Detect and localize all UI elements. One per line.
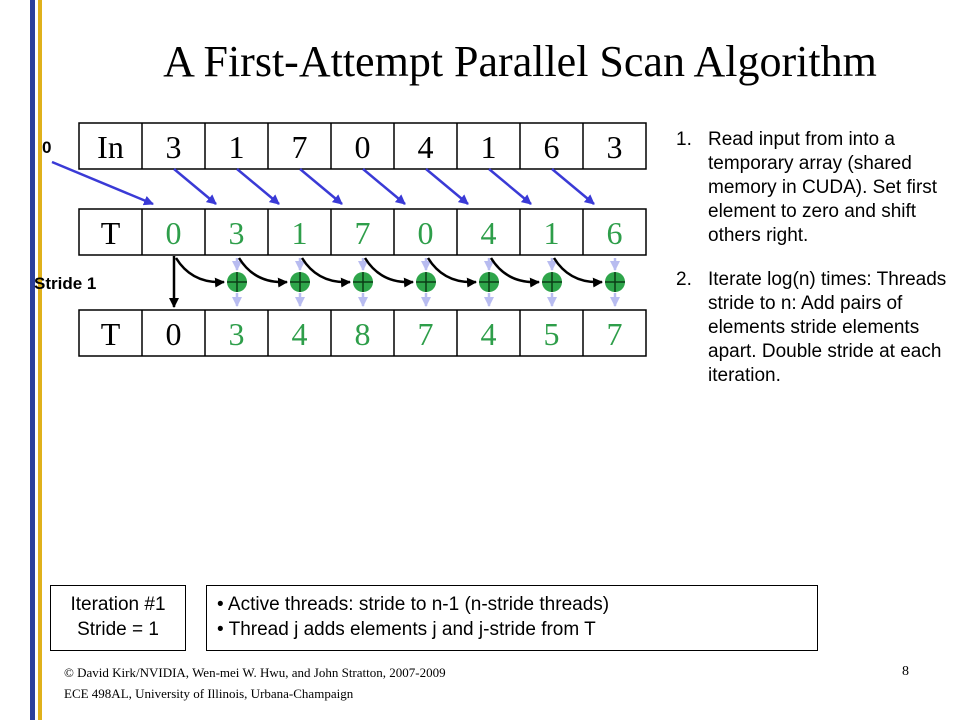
input-cell: 1 — [229, 129, 245, 165]
input-cell: 6 — [544, 129, 560, 165]
temp1-cell: 6 — [607, 215, 623, 251]
footer-course: ECE 498AL, University of Illinois, Urban… — [64, 686, 354, 701]
shift-arrow — [488, 168, 532, 205]
shift-arrow — [362, 168, 406, 205]
stride-curve — [426, 257, 477, 288]
stride-curve — [552, 257, 603, 288]
input-cell: 7 — [292, 129, 308, 165]
input-cell: 3 — [607, 129, 623, 165]
page-number: 8 — [902, 664, 909, 679]
temp1-cell: 3 — [229, 215, 245, 251]
temp1-cell: 1 — [292, 215, 308, 251]
zero-label: 0 — [42, 138, 52, 157]
plus-node — [605, 272, 625, 292]
plus-nodes — [227, 272, 625, 292]
step-text: Iterate log(n) times: Threads stride to … — [708, 269, 947, 386]
temp1-label: T — [101, 215, 121, 251]
temp-array-2: T 0 3 4 8 7 4 5 7 — [78, 309, 647, 357]
input-cell: 1 — [481, 129, 497, 165]
temp1-cell: 0 — [418, 215, 434, 251]
stride-curves — [169, 256, 603, 308]
shift-arrow — [425, 168, 469, 205]
note-text: Active threads: stride to n-1 (n-stride … — [227, 594, 610, 615]
temp2-cell: 0 — [166, 316, 182, 352]
page-title: A First-Attempt Parallel Scan Algorithm — [163, 37, 877, 86]
shift-arrows — [51, 160, 595, 206]
stride-curve — [174, 257, 225, 288]
temp2-cell: 3 — [229, 316, 245, 352]
input-array: In 3 1 7 0 4 1 6 3 — [78, 122, 647, 170]
stride-value: Stride = 1 — [77, 619, 159, 640]
note-item: • Thread j adds elements j and j-stride … — [217, 619, 596, 640]
step-list: 1. Read input from into a temporary arra… — [676, 128, 956, 388]
temp2-cell: 4 — [481, 316, 497, 352]
footer: © David Kirk/NVIDIA, Wen-mei W. Hwu, and… — [64, 662, 446, 704]
temp2-cell: 4 — [292, 316, 308, 352]
light-down-arrows-2 — [232, 293, 620, 307]
temp2-cell: 8 — [355, 316, 371, 352]
note-text: Thread j adds elements j and j-stride fr… — [228, 619, 596, 640]
left-bar-blue — [30, 0, 35, 720]
plus-node — [479, 272, 499, 292]
temp1-cell: 4 — [481, 215, 497, 251]
shift-arrow — [299, 168, 343, 205]
step-item: 1. Read input from into a temporary arra… — [676, 128, 956, 248]
stride-label: Stride 1 — [34, 274, 97, 293]
temp2-cell: 7 — [418, 316, 434, 352]
temp2-cell: 7 — [607, 316, 623, 352]
step-item: 2. Iterate log(n) times: Threads stride … — [676, 268, 956, 388]
shift-arrow — [236, 168, 280, 205]
plus-node — [416, 272, 436, 292]
stride-curve — [237, 257, 288, 288]
plus-node — [290, 272, 310, 292]
note-item: • Active threads: stride to n-1 (n-strid… — [217, 594, 610, 615]
input-cell: 3 — [166, 129, 182, 165]
shift-arrow — [551, 168, 595, 205]
shift-arrow — [173, 168, 217, 205]
step-number: 1. — [676, 129, 692, 150]
light-down-arrows — [232, 258, 620, 271]
temp2-cell: 5 — [544, 316, 560, 352]
temp2-label: T — [101, 316, 121, 352]
plus-node — [227, 272, 247, 292]
notes-box: • Active threads: stride to n-1 (n-strid… — [206, 585, 818, 651]
left-bar-gold — [38, 0, 42, 720]
temp1-cell: 1 — [544, 215, 560, 251]
iteration-label: Iteration #1 — [70, 594, 166, 615]
footer-copyright: © David Kirk/NVIDIA, Wen-mei W. Hwu, and… — [64, 665, 446, 680]
stride-curve — [489, 257, 540, 288]
stride-curve — [300, 257, 351, 288]
stride-curve — [363, 257, 414, 288]
temp1-cell: 0 — [166, 215, 182, 251]
input-cell: 4 — [418, 129, 434, 165]
input-cell: 0 — [355, 129, 371, 165]
temp1-cell: 7 — [355, 215, 371, 251]
shift-arrow — [51, 160, 154, 206]
plus-node — [542, 272, 562, 292]
temp-array-1: T 0 3 1 7 0 4 1 6 — [78, 208, 647, 256]
step-number: 2. — [676, 269, 692, 290]
input-label: In — [97, 129, 124, 165]
step-text: Read input from into a temporary array (… — [708, 129, 938, 246]
iteration-box: Iteration #1 Stride = 1 — [50, 585, 186, 651]
plus-node — [353, 272, 373, 292]
